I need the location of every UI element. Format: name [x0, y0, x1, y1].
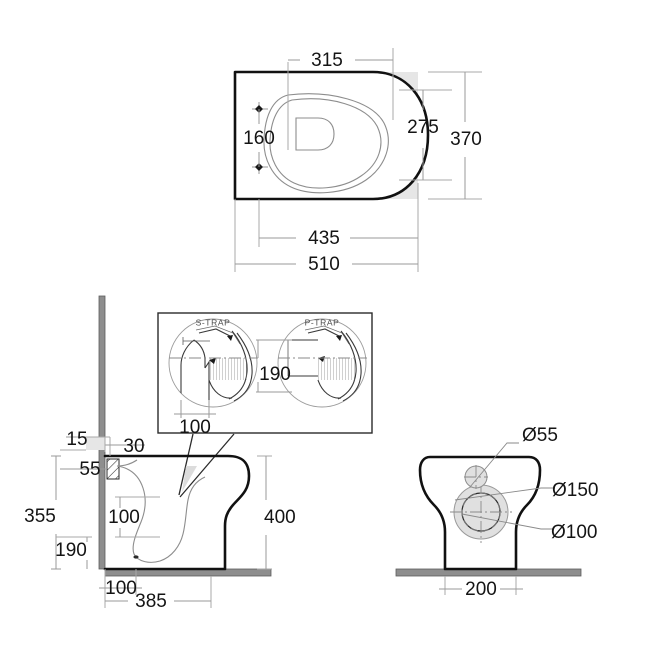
dimension-label-190: 190 [55, 540, 87, 561]
dimension-trap-100: 100 [174, 400, 216, 438]
dimension-label-400: 400 [264, 507, 296, 528]
leader-line-right [179, 433, 235, 498]
callout-d100: Ø100 [461, 513, 597, 543]
dimension-plan-435: 435 [258, 183, 419, 249]
side-inlet-block [86, 437, 105, 450]
dimension-label-side-100h: 100 [105, 578, 137, 599]
s-trap-detail: S-TRAP [168, 317, 258, 408]
side-rim-inner [116, 459, 138, 467]
plan-seat-ring-inner [269, 98, 382, 189]
leader-d100 [461, 513, 553, 530]
dimension-trap-190: 190 [256, 339, 292, 393]
p-trap-detail: P-TRAP [277, 317, 367, 408]
dimension-plan-160: 160 [243, 109, 275, 167]
dimension-label-355: 355 [24, 506, 56, 527]
plan-shade-bottom-right [373, 176, 418, 199]
dimension-label-d100: Ø100 [551, 522, 597, 543]
callout-d55: Ø55 [469, 425, 558, 488]
dimension-label-510: 510 [308, 254, 340, 275]
plan-view: 315 160 275 370 [233, 48, 482, 275]
dimension-label-385: 385 [135, 591, 167, 612]
dimension-side-385: 385 [104, 576, 212, 612]
dimension-front-200: 200 [439, 576, 523, 600]
side-wall [98, 295, 106, 570]
dimension-side-100-horizontal: 100 [99, 569, 142, 599]
dimension-label-side-100v: 100 [108, 507, 140, 528]
leader-d55 [469, 442, 519, 488]
dimension-label-370: 370 [450, 129, 482, 150]
side-pan-outline [103, 454, 251, 571]
dimension-side-355: 355 [24, 455, 61, 570]
leader-arrow-fill [182, 466, 197, 492]
dimension-side-15: 15 [66, 429, 111, 456]
front-pan-outline [418, 455, 542, 571]
dimension-label-30: 30 [123, 436, 144, 457]
dimension-plan-275: 275 [399, 89, 452, 181]
callout-d150: Ø150 [454, 480, 598, 501]
dimension-label-200: 200 [465, 579, 497, 600]
dimension-side-100-vertical: 100 [108, 496, 160, 538]
plan-seat-ring-outer [263, 93, 389, 194]
dimension-label-160: 160 [243, 128, 275, 149]
dimension-label-275: 275 [407, 117, 439, 138]
plan-flush-aperture [295, 117, 335, 151]
side-wall-fixing-hatch [106, 458, 120, 480]
leader-d150 [454, 487, 555, 501]
dimension-plan-315: 315 [287, 48, 394, 150]
leader-line-left [178, 433, 194, 496]
dimension-label-d55: Ø55 [522, 425, 558, 446]
side-bowl-inner-profile [116, 465, 206, 563]
dimension-label-d150: Ø150 [552, 480, 598, 501]
p-trap-label: P-TRAP [305, 317, 340, 327]
dimension-plan-510: 510 [234, 199, 419, 275]
dimension-side-30: 30 [104, 436, 145, 457]
dimension-side-55: 55 [60, 449, 107, 480]
dimension-plan-370: 370 [428, 71, 482, 200]
detail-leader-lines [178, 433, 235, 498]
dimension-side-400: 400 [257, 455, 296, 570]
s-trap-detail-circle [168, 318, 258, 408]
dimension-side-190: 190 [55, 536, 92, 569]
plan-pan-outline [233, 70, 430, 201]
dimension-label-15: 15 [66, 429, 87, 450]
side-elevation-view: 15 30 55 355 100 [24, 295, 296, 612]
trap-detail-box: S-TRAP P-TRAP [157, 312, 373, 438]
dimension-label-trap-190: 190 [259, 364, 291, 385]
plan-shade-top-right [373, 72, 418, 96]
front-elevation-view: Ø55 Ø150 Ø100 200 [395, 425, 598, 600]
side-outlet-mark [133, 555, 139, 559]
dimension-label-trap-100: 100 [179, 417, 211, 438]
dimension-label-55: 55 [79, 459, 100, 480]
s-trap-label: S-TRAP [196, 317, 231, 327]
dimension-label-435: 435 [308, 228, 340, 249]
p-trap-detail-circle [277, 318, 367, 408]
dimension-label-315: 315 [311, 50, 343, 71]
